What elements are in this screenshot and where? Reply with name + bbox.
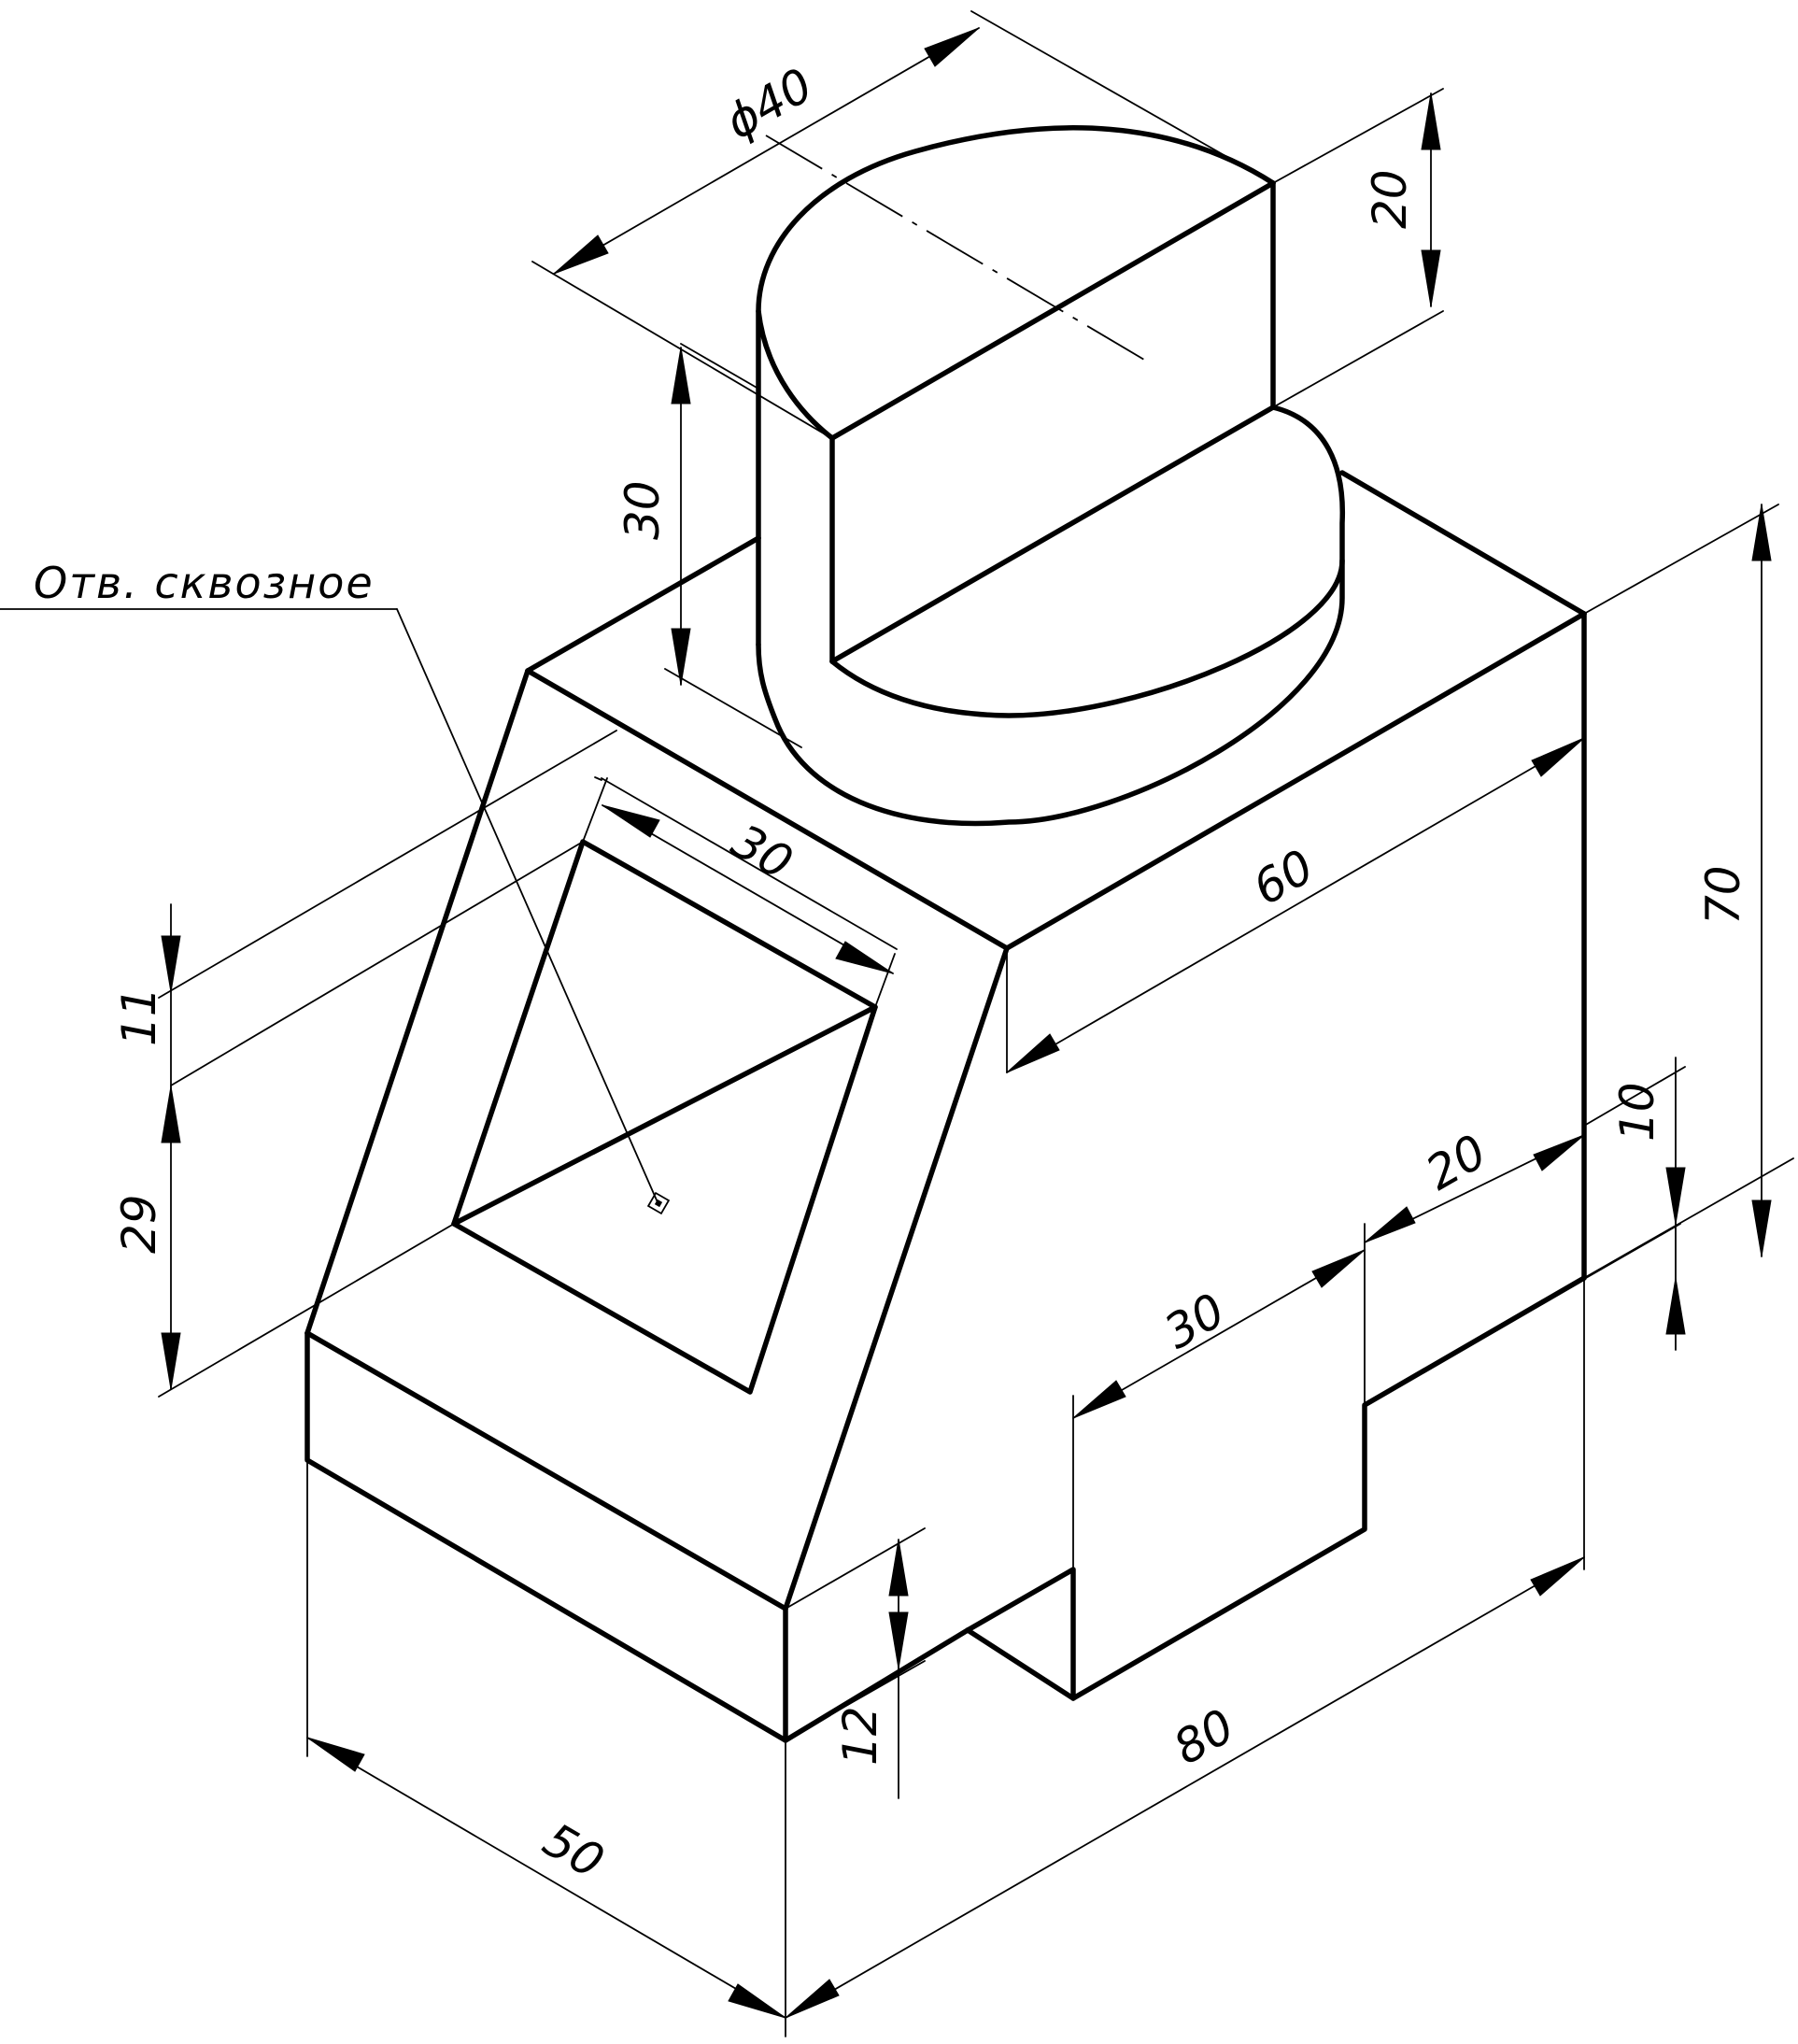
note-leader [0, 608, 671, 1215]
top-face-front-edge [525, 668, 1010, 951]
through-hole-note: Отв. сквозное [34, 558, 375, 608]
bottom-right-edge [783, 1627, 970, 1743]
extension-lines [158, 10, 1794, 2037]
boss-base-arc [829, 558, 1345, 718]
dim-phi40: ϕ40 [716, 58, 822, 150]
slope-left-edge [304, 668, 531, 1336]
boss-flat-bottom-edge [829, 405, 1276, 664]
boss-lower-ellipse [756, 405, 1346, 827]
dimension-lines [161, 27, 1772, 2019]
dim-30-slot: 30 [1155, 1283, 1234, 1359]
boss-axis-centerline [765, 135, 1145, 361]
boss-top-ellipse-arc [756, 125, 1276, 541]
dim-10: 10 [1610, 1082, 1664, 1142]
object-outline [304, 125, 1587, 1743]
through-hole-outline [451, 839, 878, 1395]
front-block-face [304, 1330, 788, 1743]
through-hole-back-edge [451, 1004, 878, 1227]
top-face-right-edge [1004, 611, 1587, 951]
dim-29: 29 [112, 1194, 166, 1254]
dim-80: 80 [1165, 1698, 1243, 1775]
boss-flat-top-edge [829, 180, 1276, 441]
bottom-step-outline [965, 1275, 1587, 1701]
dim-12: 12 [833, 1706, 887, 1766]
dim-20-top: 20 [1363, 169, 1417, 229]
dim-20-slot: 20 [1417, 1124, 1495, 1200]
slope-right-edge [783, 945, 1010, 1611]
dim-60: 60 [1244, 839, 1323, 916]
dim-11: 11 [112, 987, 166, 1046]
top-face-back-right-edge [1339, 470, 1587, 617]
slot-bottom-edge [965, 1627, 1076, 1701]
top-face-back-left-edge [525, 535, 761, 674]
front-block-top-edge [304, 1330, 788, 1611]
dim-70: 70 [1696, 865, 1750, 925]
dim-30-boss: 30 [616, 480, 670, 540]
boss-top-left-arc [756, 308, 835, 441]
